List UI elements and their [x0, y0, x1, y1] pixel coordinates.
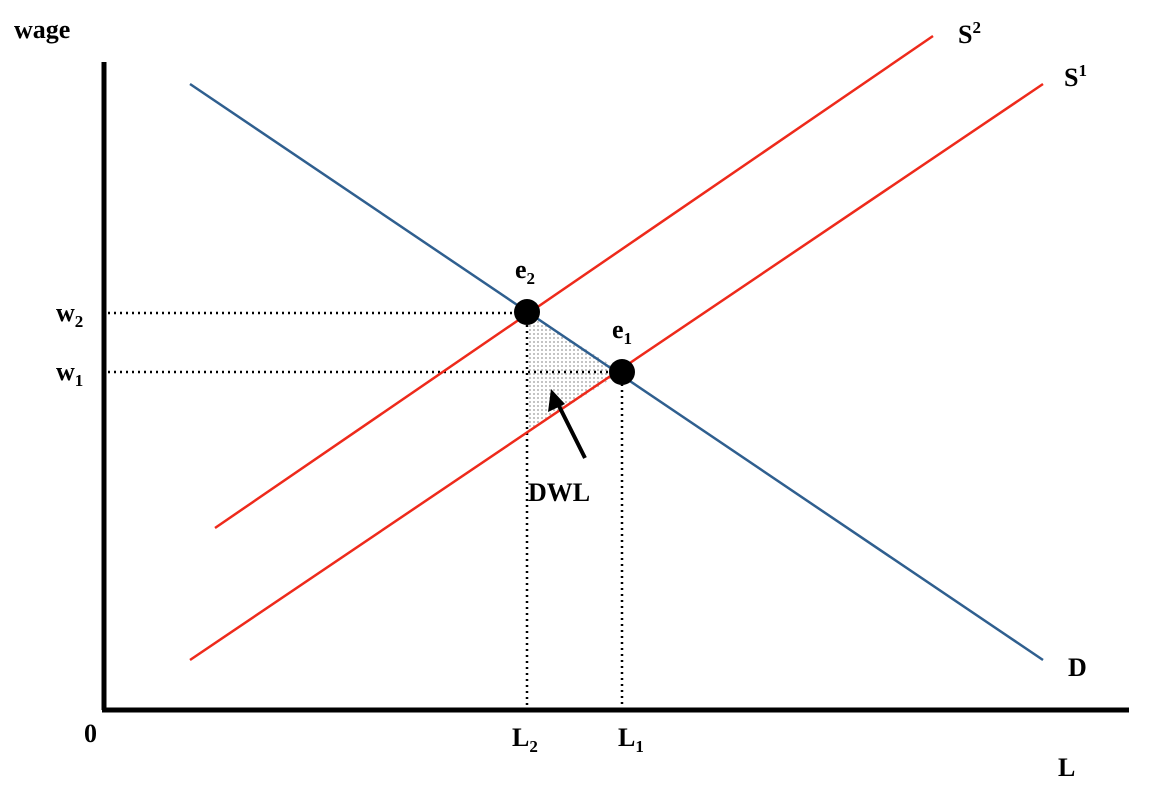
dwl-arrow-head [548, 389, 565, 412]
equilibrium-point-e1 [609, 359, 635, 385]
equilibrium-point-e2 [514, 299, 540, 325]
origin-label: 0 [84, 719, 97, 748]
x-axis-label: L [1058, 753, 1075, 782]
demand-label: D [1068, 653, 1087, 682]
dwl-label: DWL [528, 478, 590, 507]
supply-curve-s2 [214, 34, 934, 530]
dwl-arrow-shaft [555, 401, 587, 459]
supply-s2-label: S2 [958, 18, 981, 49]
w1-label: w1 [56, 357, 83, 390]
l2-label: L2 [512, 723, 538, 756]
w2-label: w2 [56, 298, 83, 331]
supply-s1-label: S1 [1064, 61, 1087, 92]
e1-label: e1 [612, 315, 632, 348]
l1-label: L1 [618, 723, 644, 756]
y-axis-label: wage [14, 15, 70, 44]
e2-label: e2 [515, 255, 535, 288]
